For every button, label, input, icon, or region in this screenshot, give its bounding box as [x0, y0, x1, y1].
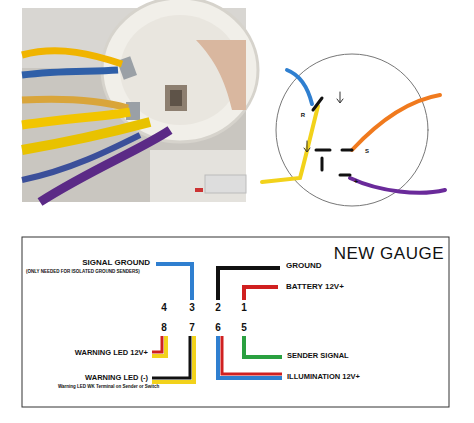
terminal-letter: R [301, 112, 305, 118]
terminal-letter: + [354, 178, 358, 185]
pin-number: 1 [241, 303, 247, 313]
terminal-sketch [262, 54, 445, 206]
pin-number: 6 [215, 323, 221, 333]
pin-label: BATTERY 12V+ [286, 283, 344, 291]
pin-label: WARNING LED 12V+ [75, 349, 148, 357]
pin-label: SENDER SIGNAL [287, 352, 349, 360]
pin-number: 7 [189, 323, 195, 333]
pin-note: Warning LED WK Terminal on Sender or Swi… [58, 385, 159, 390]
panel-title: NEW GAUGE [334, 245, 444, 262]
pin-number: 8 [161, 323, 167, 333]
pin-number: 4 [161, 303, 167, 313]
pin-number: 2 [215, 303, 221, 313]
pin-label: SIGNAL GROUND [82, 259, 150, 267]
pin-label: GROUND [286, 262, 322, 270]
pin-note: (ONLY NEEDED FOR ISOLATED GROUND SENDERS… [26, 270, 140, 275]
pin-number: 3 [189, 303, 195, 313]
pinout-panel [22, 237, 449, 407]
pin-label: ILLUMINATION 12V+ [287, 373, 360, 381]
pin-number: 5 [241, 323, 247, 333]
terminal-letter: S [365, 148, 369, 154]
pin-label: WARNING LED (-) [85, 374, 148, 382]
gauge-photo [22, 0, 258, 202]
